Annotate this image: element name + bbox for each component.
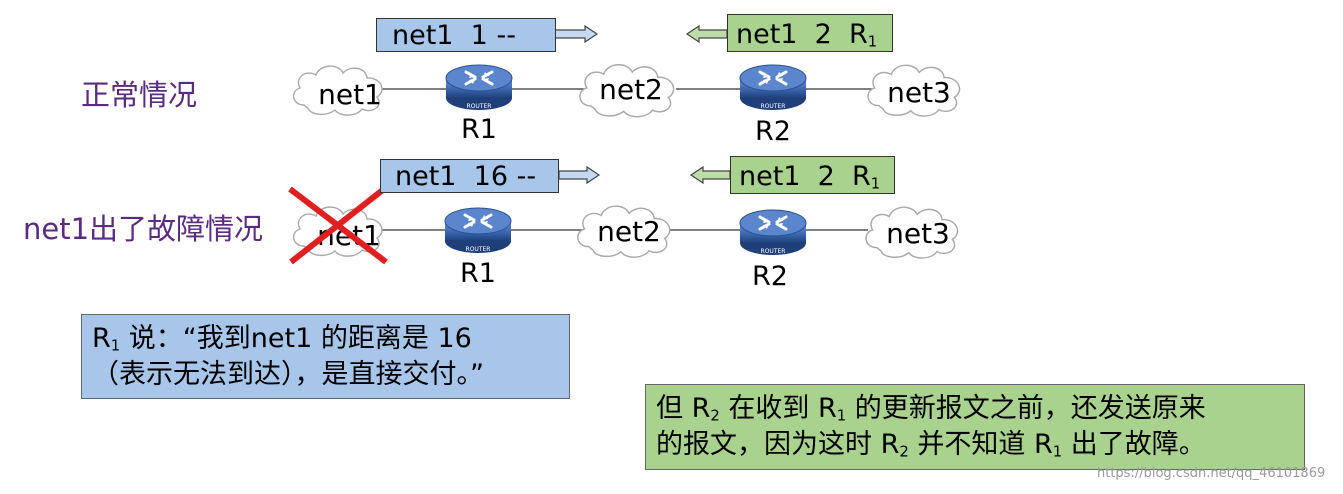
cloud-label: net3 [887,76,951,109]
note-r2-line1: 但 R2 在收到 R1 的更新报文之前，还发送原来 [656,393,1206,425]
scenario-normal-label: 正常情况 [81,78,198,112]
router-badge: ROUTER [761,248,786,255]
update-next-hop-sub: 1 [870,174,881,193]
router-badge: ROUTER [761,103,786,110]
router-label: R1 [461,114,497,145]
update-net: net1 [739,161,801,192]
arrow-right-icon [558,165,601,185]
red-cross-icon [288,186,388,265]
update-box-r2-fault: net1 2 R1 [730,156,895,194]
arrow-right-icon [554,24,599,44]
arrow-left-icon [689,165,731,185]
update-next-hop: -- [516,161,537,192]
note-r1-line2: （表示无法到达），是直接交付。” [92,359,484,390]
update-box-r2-normal: net1 2 R1 [727,14,893,52]
update-distance: 16 [473,161,509,192]
router-label: R1 [460,258,496,289]
update-next-hop: R [852,161,871,192]
update-box-r1-normal: net1 1 -- [376,18,556,52]
note-r1-line1: R1 说：“我到net1 的距离是 16 [92,323,472,355]
scenario-fault-label: net1出了故障情况 [23,212,264,246]
update-box-r1-fault: net1 16 -- [380,159,559,193]
update-distance: 2 [817,161,835,192]
router-label: R2 [755,116,791,147]
update-net: net1 [392,20,454,51]
note-r2-explanation: 但 R2 在收到 R1 的更新报文之前，还发送原来 的报文，因为这时 R2 并不… [645,384,1305,470]
arrow-left-icon [685,24,728,44]
note-r1-says: R1 说：“我到net1 的距离是 16 （表示无法到达），是直接交付。” [81,314,570,399]
router-badge: ROUTER [467,103,492,110]
update-next-hop: R [849,19,868,50]
update-distance: 2 [814,19,832,50]
update-net: net1 [736,19,798,50]
watermark: https://blog.csdn.net/qq_46101869 [1097,466,1326,481]
router-label: R2 [752,261,788,292]
cloud-label: net1 [318,78,382,111]
router-badge: ROUTER [466,246,491,253]
note-r2-line2: 的报文，因为这时 R2 并不知道 R1 出了故障。 [656,429,1206,461]
update-net: net1 [395,161,457,192]
update-next-hop-sub: 1 [867,32,878,51]
update-next-hop: -- [496,20,516,51]
cloud-label: net3 [886,217,950,250]
update-distance: 1 [470,20,488,51]
cloud-label: net2 [597,215,661,248]
cloud-label: net2 [599,73,663,106]
